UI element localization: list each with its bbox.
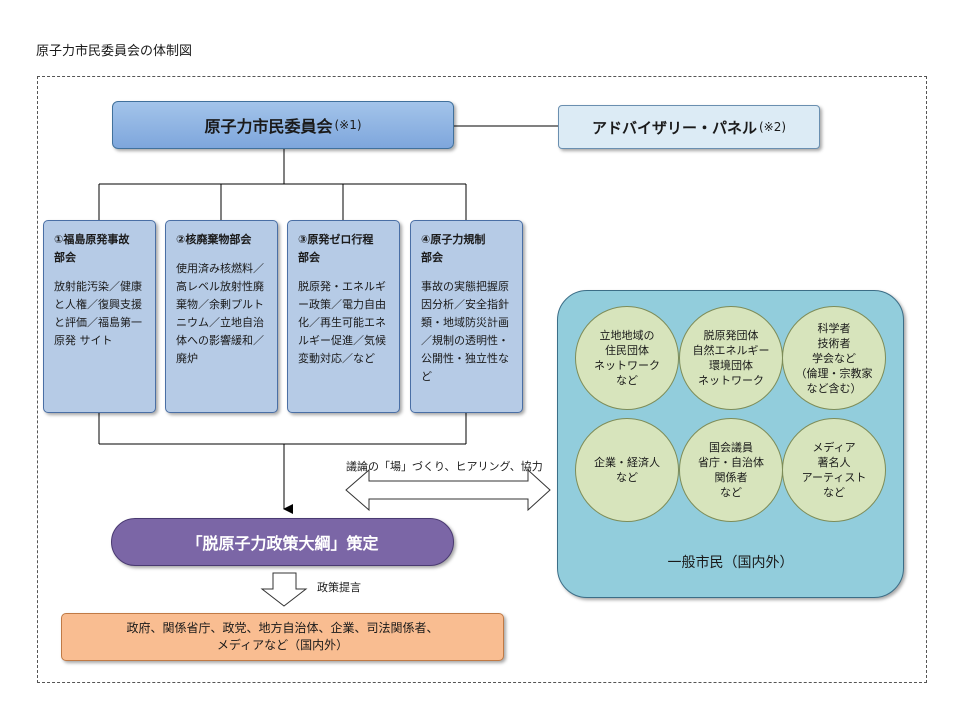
dialogue-label: 議論の「場」づくり、ヒアリング、協力 [346,460,543,473]
subcommittee-zero-nuclear: ③原発ゼロ行程 部会 脱原発・エネルギー政策／電力自由化／再生可能エネルギー促進… [287,220,400,413]
subcommittee-regulation: ④原子力規制 部会 事故の実態把握原因分析／安全指針類・地域防災計画 ／規制の透… [410,220,523,413]
subcommittee-body: 放射能汚染／健康と人権／復興支援と評価／福島第一原発 サイト [54,280,142,347]
dashed-frame [37,76,927,683]
subcommittee-nuclear-waste: ②核廃棄物部会 使用済み核燃料／高レベル放射性廃棄物／余剰プルトニウム／立地自治… [165,220,278,413]
advisory-panel-box: アドバイザリー・パネル (※2) [558,105,820,149]
group-circle-business: 企業・経済人 など [575,418,679,522]
panel-name: アドバイザリー・パネル [591,118,757,137]
subcommittee-body: 脱原発・エネルギー政策／電力自由化／再生可能エネルギー促進／気候変動対応／など [298,280,386,365]
subcommittee-fukushima: ①福島原発事故 部会 放射能汚染／健康と人権／復興支援と評価／福島第一原発 サイ… [43,220,156,413]
general-citizens-label: 一般市民（国内外） [667,555,794,571]
proposal-label: 政策提言 [317,581,361,594]
panel-note: (※2) [758,120,787,134]
diagram-title: 原子力市民委員会の体制図 [36,44,193,59]
targets-box: 政府、関係省庁、政党、地方自治体、企業、司法関係者、 メディアなど（国内外） [61,613,504,661]
group-circle-anti-nuclear: 脱原発団体 自然エネルギー 環境団体 ネットワーク [679,306,783,410]
group-circle-scientists: 科学者 技術者 学会など （倫理・宗教家 など含む） [782,306,886,410]
subcommittee-heading: ①福島原発事故 部会 [54,233,130,264]
subcommittee-heading: ②核廃棄物部会 [176,233,252,246]
committee-note: (※1) [334,118,362,132]
proposal-block-arrow [260,572,308,607]
dialogue-double-arrow [345,468,551,512]
subcommittee-heading: ③原発ゼロ行程 部会 [298,233,374,264]
subcommittee-body: 事故の実態把握原因分析／安全指針類・地域防災計画 ／規制の透明性・公開性・独立性… [421,280,509,383]
group-circle-government: 国会議員 省庁・自治体 関係者 など [679,418,783,522]
subcommittee-heading: ④原子力規制 部会 [421,233,486,264]
citizens-committee-box: 原子力市民委員会 (※1) [112,101,454,149]
group-circle-local-residents: 立地地域の 住民団体 ネットワーク など [575,306,679,410]
committee-name: 原子力市民委員会 [204,117,333,136]
group-circle-media: メディア 著名人 アーティスト など [782,418,886,522]
policy-outline-box: 「脱原子力政策大綱」策定 [111,518,454,566]
subcommittee-body: 使用済み核燃料／高レベル放射性廃棄物／余剰プルトニウム／立地自治体への影響緩和／… [176,262,264,365]
